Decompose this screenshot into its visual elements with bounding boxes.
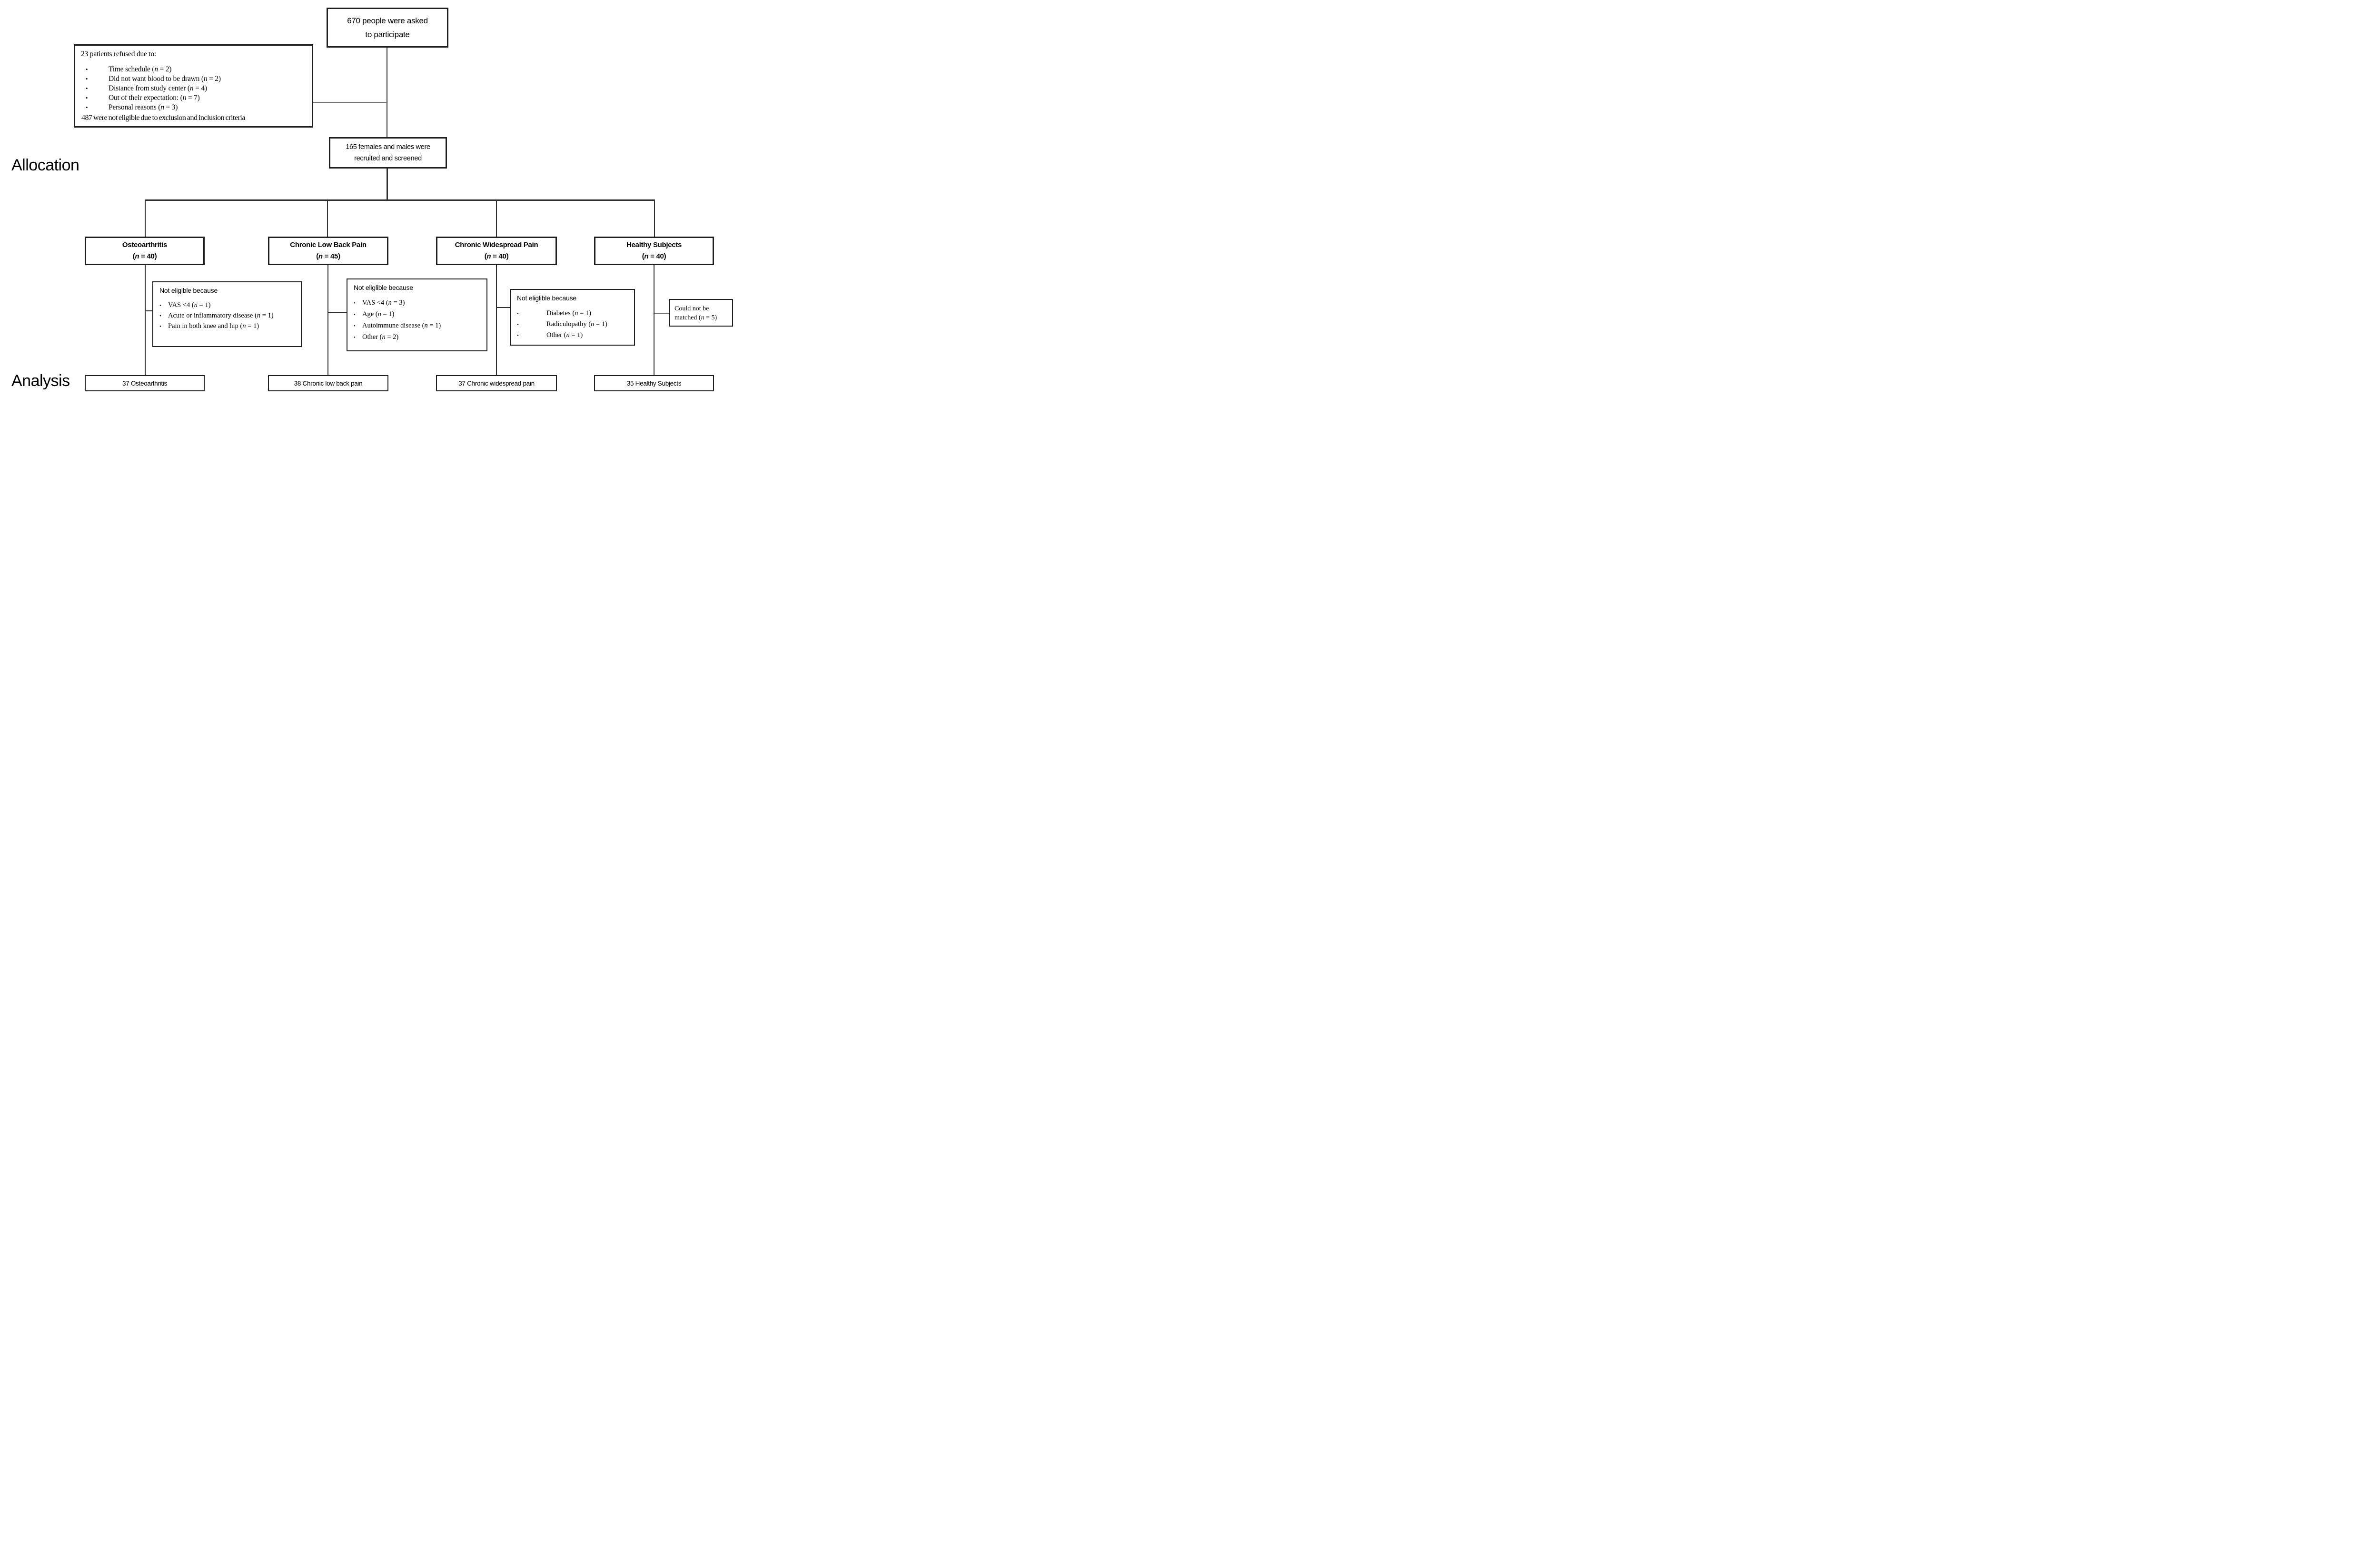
list-item: • Out of their expectation: (n = 7) (81, 93, 306, 103)
bullet-icon: • (86, 94, 88, 101)
group-n: (n = 45) (316, 252, 340, 260)
group-n: (n = 40) (642, 252, 666, 260)
analysis-text: 37 Osteoarthritis (122, 379, 167, 387)
list-item: • Diabetes (n = 1) (517, 308, 632, 319)
group-box-healthy-subjects: Healthy Subjects (n = 40) (594, 237, 714, 265)
column-osteoarthritis (145, 265, 146, 375)
not-eligible-box-osteoarthritis: Not eligible because • VAS <4 (n = 1) • … (152, 281, 302, 347)
consort-flow-diagram: Allocation Analysis 670 people were aske… (0, 0, 736, 395)
stub-not-eligible-osteoarthritis (146, 310, 153, 311)
not-eligible-header: Not eliglible because (517, 294, 576, 302)
bullet-icon: • (517, 311, 519, 317)
bullet-icon: • (86, 104, 88, 111)
stub-not-eligible-widespread-pain (497, 307, 511, 308)
list-item: • VAS <4 (n = 3) (354, 298, 484, 309)
bullet-icon: • (517, 322, 519, 328)
branch-drop-low-back-pain (327, 200, 328, 237)
group-box-osteoarthritis: Osteoarthritis (n = 40) (85, 237, 205, 265)
stub-could-not-be-matched (654, 313, 669, 314)
analysis-stage-label: Analysis (11, 372, 70, 390)
invited-text-line1: 670 people were asked (347, 16, 428, 25)
column-low-back-pain (327, 265, 328, 375)
list-item: • Other (n = 2) (354, 332, 484, 343)
not-eligible-header: Not eligible because (159, 287, 218, 294)
analysis-text: 38 Chronic low back pain (294, 379, 363, 387)
recruited-text-line2: recruited and screened (354, 155, 422, 162)
branch-drop-widespread-pain (496, 200, 497, 237)
bullet-icon: • (354, 300, 356, 306)
analysis-box-low-back-pain: 38 Chronic low back pain (268, 375, 388, 391)
excluded-text-line2: matched (n = 5) (674, 314, 717, 321)
bullet-icon: • (159, 303, 161, 308)
analysis-box-osteoarthritis: 37 Osteoarthritis (85, 375, 205, 391)
group-title: Healthy Subjects (626, 241, 682, 249)
invited-box: 670 people were asked to participate (327, 8, 448, 48)
could-not-be-matched-box: Could not be matched (n = 5) (669, 299, 733, 327)
bullet-icon: • (159, 313, 161, 319)
bullet-icon: • (86, 85, 88, 92)
list-item: • Did not want blood to be drawn (n = 2) (81, 74, 306, 84)
group-title: Chronic Widespread Pain (455, 241, 538, 249)
column-widespread-pain (496, 265, 497, 375)
analysis-box-healthy-subjects: 35 Healthy Subjects (594, 375, 714, 391)
analysis-box-widespread-pain: 37 Chronic widespread pain (436, 375, 557, 391)
bullet-icon: • (86, 75, 88, 82)
not-eligible-box-widespread-pain: Not eliglible because • Diabetes (n = 1)… (510, 289, 635, 346)
list-item: • Autoimmune disease (n = 1) (354, 320, 484, 332)
list-item: • Other (n = 1) (517, 330, 632, 341)
group-n: (n = 40) (132, 252, 157, 260)
branch-drop-healthy (654, 200, 655, 237)
list-item: • Time schedule (n = 2) (81, 65, 306, 74)
connector-refused-stub (313, 102, 387, 103)
stub-not-eligible-low-back-pain (328, 312, 347, 313)
bullet-icon: • (354, 323, 356, 329)
bullet-icon: • (159, 324, 161, 329)
not-eligible-header: Not eliglible because (354, 284, 413, 291)
bullet-icon: • (354, 312, 356, 318)
group-n: (n = 40) (484, 252, 509, 260)
recruited-text-line1: 165 females and males were (346, 143, 430, 151)
list-item: • Distance from study center (n = 4) (81, 84, 306, 93)
list-item: • Personal reasons (n = 3) (81, 103, 306, 112)
excluded-text-line1: Could not be (674, 305, 709, 312)
refused-box: 23 patients refused due to: • Time sched… (74, 44, 313, 128)
branch-drop-osteoarthritis (145, 200, 146, 237)
list-item: • Pain in both knee and hip (n = 1) (159, 321, 297, 332)
branch-horizontal (145, 199, 655, 201)
list-item: • Acute or inflammatory disease (n = 1) (159, 311, 297, 321)
list-item: • Radiculopathy (n = 1) (517, 319, 632, 330)
recruited-box: 165 females and males were recruited and… (329, 137, 447, 169)
list-item: • Age (n = 1) (354, 309, 484, 320)
connector-recruited-to-branch (387, 169, 388, 200)
bullet-icon: • (86, 66, 88, 73)
analysis-text: 35 Healthy Subjects (626, 379, 682, 387)
refused-header: 23 patients refused due to: (81, 50, 157, 58)
list-item: • VAS <4 (n = 1) (159, 300, 297, 311)
group-title: Chronic Low Back Pain (290, 241, 367, 249)
group-title: Osteoarthritis (122, 241, 168, 249)
refused-footer: 487 were not eligible due to exclusion a… (81, 114, 245, 122)
not-eligible-box-low-back-pain: Not eliglible because • VAS <4 (n = 3) •… (347, 278, 487, 351)
bullet-icon: • (517, 333, 519, 338)
analysis-text: 37 Chronic widespread pain (458, 379, 535, 387)
group-box-widespread-pain: Chronic Widespread Pain (n = 40) (436, 237, 557, 265)
allocation-stage-label: Allocation (11, 156, 79, 174)
bullet-icon: • (354, 335, 356, 340)
group-box-low-back-pain: Chronic Low Back Pain (n = 45) (268, 237, 388, 265)
invited-text-line2: to participate (365, 30, 410, 39)
